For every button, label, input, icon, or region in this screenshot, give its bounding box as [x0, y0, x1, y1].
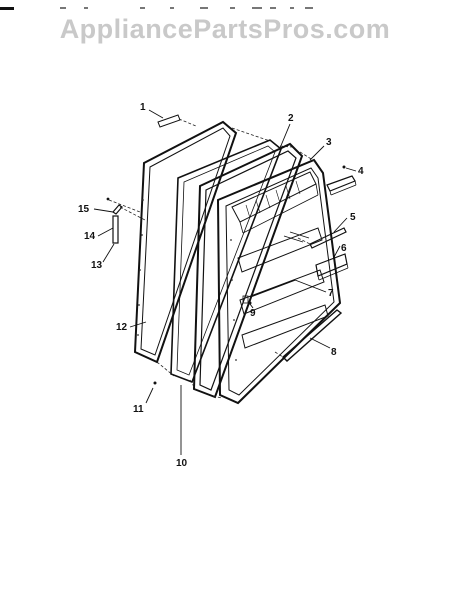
callout-11: 11: [133, 404, 144, 415]
callout-5: 5: [350, 212, 356, 223]
callout-6: 6: [341, 243, 347, 254]
leader-lines: [93, 109, 357, 455]
part-8-bottom-strip: [274, 309, 343, 362]
scan-edge-marks: [0, 0, 450, 10]
alignment-lines: [156, 127, 317, 399]
callout-3: 3: [326, 137, 332, 148]
part-9-screw: [248, 301, 252, 305]
part-1-badge: [157, 114, 197, 128]
part-3-inner-door-liner: [216, 158, 342, 405]
callout-12: 12: [116, 322, 128, 333]
part-2-door-gasket: [192, 142, 304, 399]
site-watermark: AppliancePartsPros.com: [59, 14, 391, 44]
callout-7: 7: [328, 288, 334, 299]
callout-13: 13: [91, 260, 103, 271]
callout-2: 2: [288, 113, 294, 124]
part-7-retainer-bar: [249, 279, 296, 298]
callout-15: 15: [78, 204, 90, 215]
callout-14: 14: [84, 231, 96, 242]
part-10-door-liner-panel: [170, 139, 282, 384]
part-6-door-bin: [315, 253, 349, 281]
callout-1: 1: [140, 102, 146, 113]
part-12-outer-door-panel: [133, 120, 238, 364]
part-13-15-hinge-assembly: [106, 197, 146, 244]
callout-8: 8: [331, 347, 337, 358]
callout-labels: 1 2 3 4 5 6 7 8 9 10 11 12 13 14 15: [78, 102, 364, 469]
part-4-latch: [326, 165, 357, 196]
part-11-screw: [153, 381, 157, 385]
callout-4: 4: [358, 166, 364, 177]
callout-10: 10: [176, 458, 188, 469]
part-5-shelf-bar: [297, 227, 347, 249]
callout-9: 9: [250, 308, 256, 319]
